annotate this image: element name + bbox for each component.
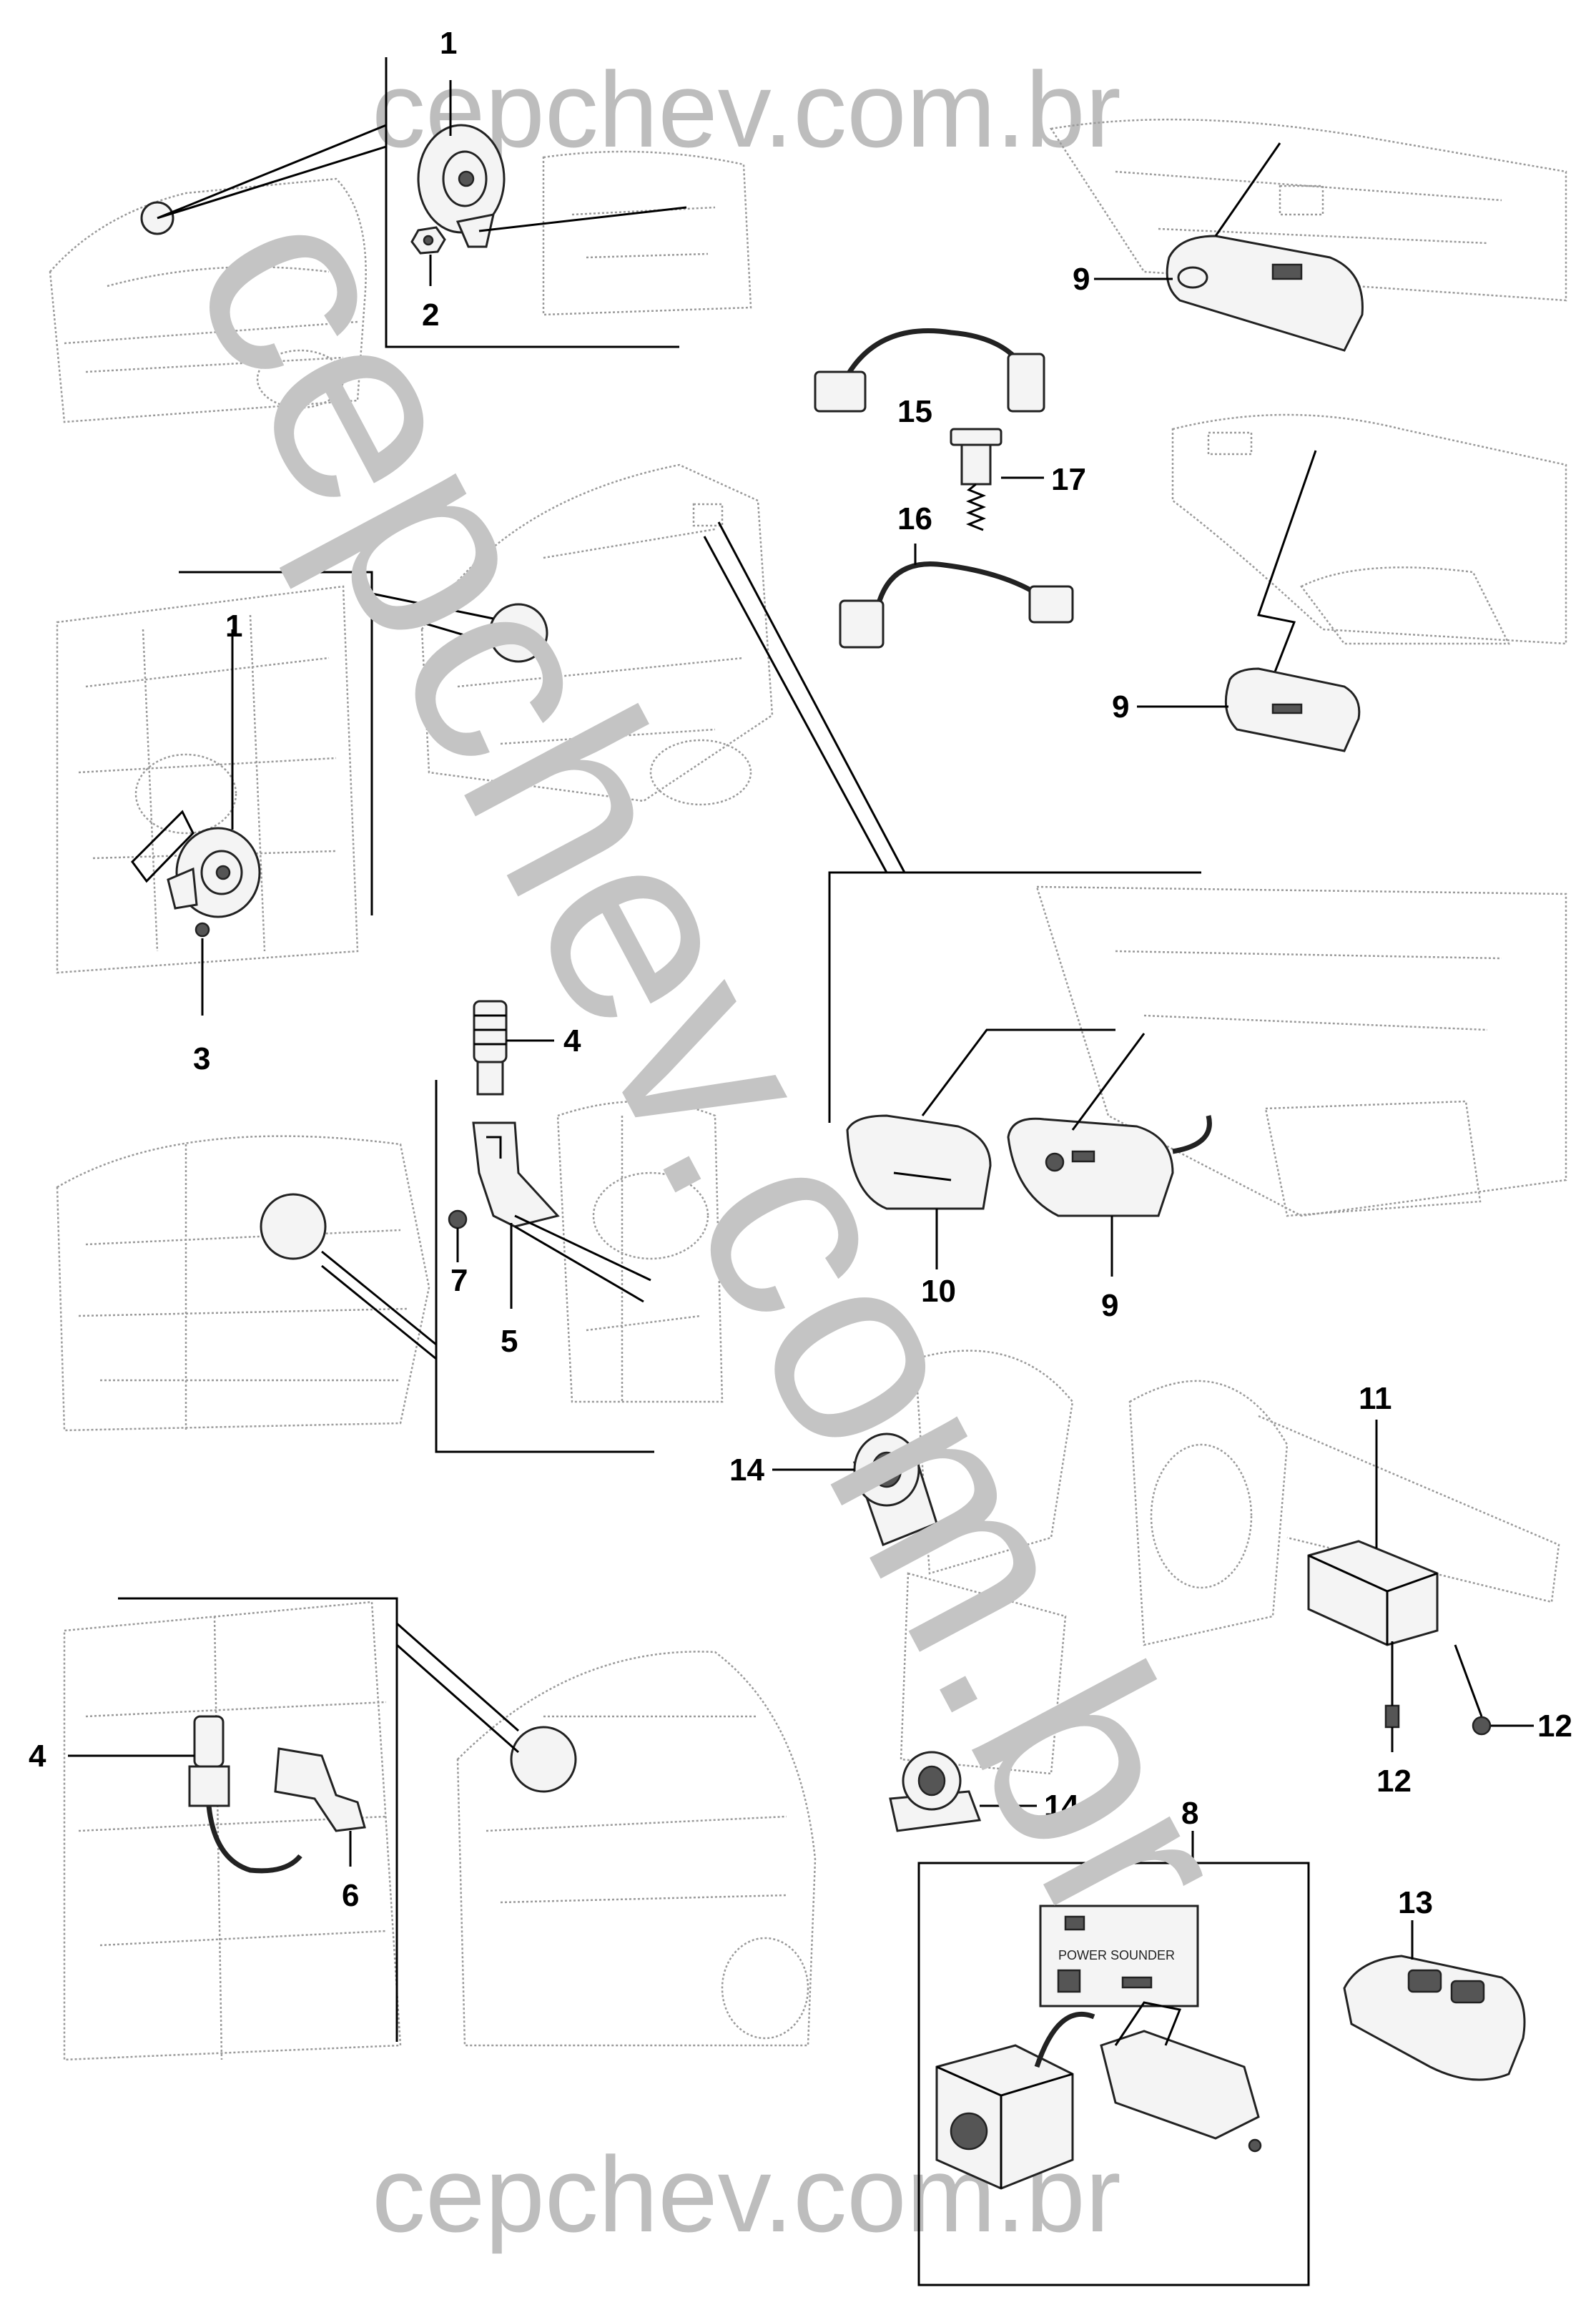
car-illustration-front-1 — [49, 150, 752, 423]
pad-part — [274, 1747, 366, 1832]
callout-4-mid: 4 — [563, 1023, 581, 1058]
switch-part-17 — [950, 428, 1003, 531]
callout-11: 11 — [1359, 1381, 1392, 1416]
dome-lamp-part-9 — [1007, 1115, 1212, 1217]
roof-illustration-2 — [1171, 413, 1567, 645]
dome-lamp-part-10 — [846, 1114, 992, 1210]
nut-part-2 — [448, 1209, 468, 1229]
callout-13: 13 — [1398, 1885, 1433, 1920]
screw-part-12b — [1472, 1716, 1492, 1736]
callout-1-mid: 1 — [225, 609, 242, 644]
callout-10: 10 — [921, 1274, 956, 1309]
callout-17: 17 — [1051, 462, 1086, 497]
siren-bracket-part — [1100, 2001, 1262, 2153]
group-f-frame — [828, 871, 1201, 1123]
siren-part — [935, 2011, 1095, 2190]
screw-part-12a — [1384, 1704, 1400, 1729]
horn-part-2 — [167, 827, 261, 918]
callout-4-bottom: 4 — [29, 1739, 46, 1774]
callout-14-bottom: 14 — [1044, 1789, 1079, 1824]
callout-15: 15 — [897, 394, 932, 429]
nut-part — [410, 226, 446, 255]
module-part-11 — [1307, 1540, 1439, 1646]
harness-part-16 — [839, 561, 1074, 649]
brake-switch-part-2 — [188, 1715, 302, 1874]
callout-5: 5 — [501, 1324, 518, 1359]
callout-9-bottom: 9 — [1101, 1288, 1118, 1323]
callout-2: 2 — [422, 298, 439, 333]
horn-part — [417, 124, 506, 248]
engine-bay-closeup-3 — [63, 1601, 402, 2061]
sensor-part-14a — [852, 1432, 938, 1546]
group-d-frame — [118, 1597, 398, 2042]
roof-illustration-3 — [1035, 885, 1567, 1217]
car-illustration-front-2 — [420, 463, 774, 806]
power-sounder-decal-title: POWER SOUNDER — [1058, 1948, 1175, 1962]
sensor-part-14b — [889, 1751, 982, 1832]
callout-12-right: 12 — [1537, 1709, 1572, 1744]
car-illustration-front-3 — [456, 1651, 817, 2047]
pedal-assembly-illustration — [556, 1100, 724, 1403]
callout-6: 6 — [342, 1878, 359, 1913]
callout-12-lower: 12 — [1376, 1764, 1412, 1799]
group-a-frame — [385, 57, 679, 348]
brake-switch-location-marker — [260, 1193, 327, 1260]
group-c-frame — [435, 1080, 654, 1453]
harness-part-15 — [814, 328, 1045, 413]
callout-14-mid: 14 — [729, 1453, 764, 1488]
engine-bay-closeup-2 — [56, 1135, 430, 1432]
callout-1-top: 1 — [440, 26, 457, 61]
callout-8: 8 — [1181, 1796, 1198, 1831]
bracket-part — [472, 1121, 560, 1228]
remote-key-part-13 — [1343, 1955, 1526, 2081]
power-sounder-decal: POWER SOUNDER — [1039, 1905, 1199, 2007]
brake-switch-location-marker-2 — [510, 1726, 577, 1793]
kit-box-8 — [917, 1862, 1310, 2286]
callout-7: 7 — [450, 1263, 468, 1298]
callout-16: 16 — [897, 501, 932, 536]
callout-9-top: 9 — [1073, 262, 1090, 297]
group-b-frame — [179, 571, 373, 915]
horn-location-marker-2 — [488, 603, 548, 663]
dome-lamp-part-1 — [1166, 235, 1364, 352]
callout-9-mid: 9 — [1112, 689, 1129, 724]
screw-part — [194, 922, 210, 938]
callout-3: 3 — [193, 1041, 210, 1076]
roof-illustration-1 — [1049, 118, 1567, 302]
dome-lamp-part-2 — [1224, 667, 1361, 752]
brake-switch-part — [473, 1000, 508, 1096]
